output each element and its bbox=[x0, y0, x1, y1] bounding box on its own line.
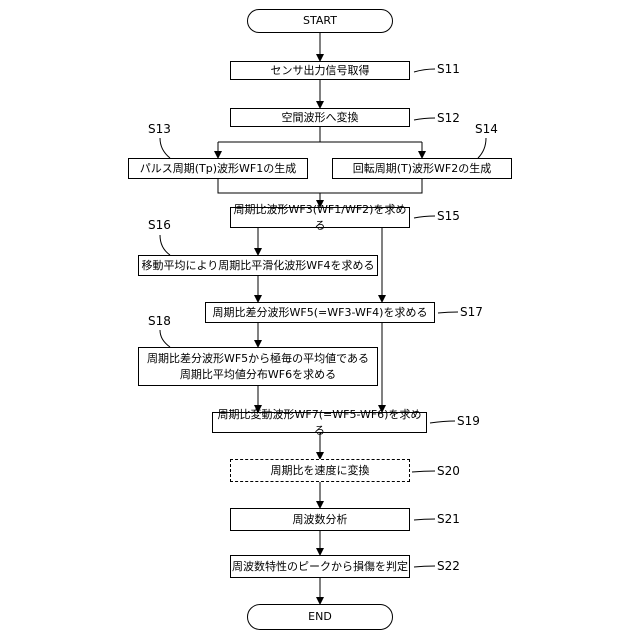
step-s12-label: S12 bbox=[437, 111, 460, 125]
step-s19-box: 周期比変動波形WF7(=WF5-WF6)を求める bbox=[212, 412, 427, 433]
leader-s16 bbox=[160, 235, 170, 255]
connector-s13-merge bbox=[218, 179, 320, 193]
step-s17-box: 周期比差分波形WF5(=WF3-WF4)を求める bbox=[205, 302, 435, 323]
step-s21-box: 周波数分析 bbox=[230, 508, 410, 531]
leader-s19 bbox=[430, 421, 455, 423]
step-s19-label: S19 bbox=[457, 414, 480, 428]
step-s13-label: S13 bbox=[148, 122, 171, 136]
leader-s13 bbox=[160, 138, 170, 158]
step-s15-box: 周期比波形WF3(WF1/WF2)を求める bbox=[230, 207, 410, 228]
step-s14-label: S14 bbox=[475, 122, 498, 136]
leader-s14 bbox=[478, 138, 486, 158]
step-s18-box: 周期比差分波形WF5から極毎の平均値である 周期比平均値分布WF6を求める bbox=[138, 347, 378, 386]
step-s17-label: S17 bbox=[460, 305, 483, 319]
step-s22-box: 周波数特性のピークから損傷を判定 bbox=[230, 555, 410, 578]
end-terminal: END bbox=[247, 604, 393, 630]
step-s12-box: 空間波形へ変換 bbox=[230, 108, 410, 127]
leader-s11 bbox=[414, 69, 435, 72]
leader-s20 bbox=[412, 471, 435, 472]
leader-s18 bbox=[160, 330, 170, 347]
leader-s15 bbox=[414, 216, 435, 218]
start-terminal: START bbox=[247, 9, 393, 33]
step-s11-label: S11 bbox=[437, 62, 460, 76]
leader-s12 bbox=[414, 118, 435, 120]
step-s18-label: S18 bbox=[148, 314, 171, 328]
step-s20-box: 周期比を速度に変換 bbox=[230, 459, 410, 482]
step-s13-box: パルス周期(Tp)波形WF1の生成 bbox=[128, 158, 308, 179]
step-s14-box: 回転周期(T)波形WF2の生成 bbox=[332, 158, 512, 179]
step-s21-label: S21 bbox=[437, 512, 460, 526]
leader-s17 bbox=[438, 312, 458, 313]
step-s15-label: S15 bbox=[437, 209, 460, 223]
step-s20-label: S20 bbox=[437, 464, 460, 478]
leader-s22 bbox=[414, 566, 435, 567]
leader-s21 bbox=[414, 519, 435, 520]
step-s11-box: センサ出力信号取得 bbox=[230, 61, 410, 80]
step-s16-label: S16 bbox=[148, 218, 171, 232]
connector-s14-merge bbox=[320, 179, 422, 193]
step-s22-label: S22 bbox=[437, 559, 460, 573]
step-s16-box: 移動平均により周期比平滑化波形WF4を求める bbox=[138, 255, 378, 276]
